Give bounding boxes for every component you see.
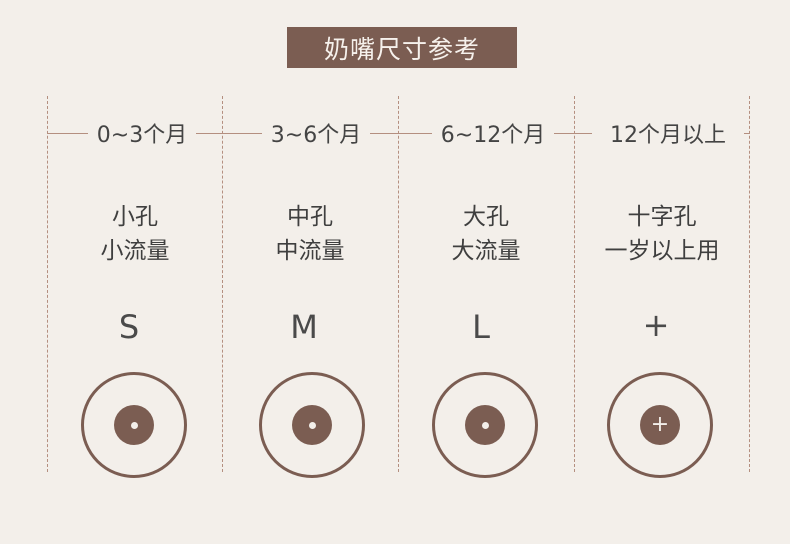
nipple-diagram-cross: +: [607, 372, 713, 478]
divider-line: [749, 96, 750, 472]
size-label-cross: +: [642, 306, 670, 344]
nipple-diagram-m: [259, 372, 365, 478]
divider-line: [222, 96, 223, 472]
desc-cross: 十字孔 一岁以上用: [574, 200, 750, 268]
dot-icon: [481, 421, 489, 429]
size-label-m: M: [290, 308, 318, 346]
nipple-core-cross: +: [640, 405, 680, 445]
nipple-core-l: [465, 405, 505, 445]
dot-icon: [130, 421, 138, 429]
dot-icon: [308, 421, 316, 429]
nipple-diagram-l: [432, 372, 538, 478]
flow-type-l: 大流量: [451, 238, 521, 264]
nipple-diagram-s: [81, 372, 187, 478]
age-label-m: 3~6个月: [262, 118, 370, 148]
divider-line: [47, 96, 48, 472]
desc-l: 大孔 大流量: [398, 200, 574, 268]
desc-m: 中孔 中流量: [222, 200, 398, 268]
nipple-core-s: [114, 405, 154, 445]
desc-s: 小孔 小流量: [47, 200, 223, 268]
hole-type-s: 小孔: [112, 204, 158, 230]
nipple-core-m: [292, 405, 332, 445]
hole-type-cross: 十字孔: [627, 204, 697, 230]
age-label-s: 0~3个月: [88, 118, 196, 148]
flow-type-cross: 一岁以上用: [604, 238, 720, 264]
size-label-l: L: [472, 308, 490, 346]
divider-line: [574, 96, 575, 472]
size-label-s: S: [118, 308, 140, 346]
flow-type-s: 小流量: [100, 238, 170, 264]
hole-type-l: 大孔: [463, 204, 509, 230]
page-title: 奶嘴尺寸参考: [287, 27, 517, 68]
age-label-cross: 12个月以上: [592, 118, 744, 148]
timeline-line: [47, 133, 750, 134]
plus-icon: +: [650, 412, 670, 437]
flow-type-m: 中流量: [275, 238, 345, 264]
age-label-l: 6~12个月: [432, 118, 554, 148]
divider-line: [398, 96, 399, 472]
hole-type-m: 中孔: [287, 204, 333, 230]
